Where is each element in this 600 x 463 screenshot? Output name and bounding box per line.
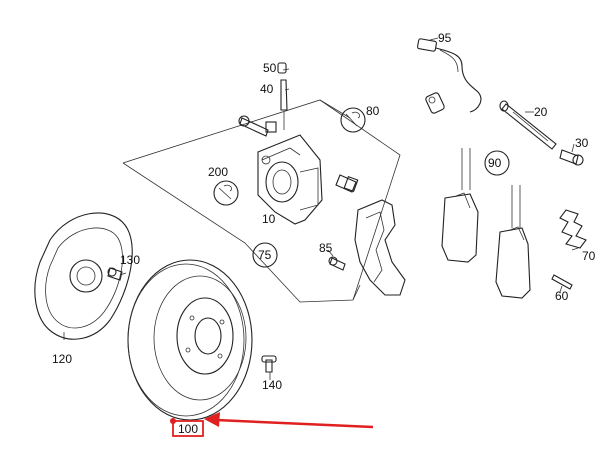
wrench-80-icon xyxy=(340,107,366,133)
label-120: 120 xyxy=(52,352,72,366)
bolt-85-part[interactable] xyxy=(328,256,346,271)
label-95: 95 xyxy=(438,31,452,45)
highlight-box xyxy=(172,420,204,437)
pad-clip-part[interactable] xyxy=(559,209,587,249)
caliper-part[interactable] xyxy=(257,134,323,225)
wear-sensor-part[interactable] xyxy=(417,38,482,115)
label-50: 50 xyxy=(263,61,277,75)
carrier-bracket-part[interactable] xyxy=(354,199,406,296)
brake-disc-part[interactable] xyxy=(127,259,253,421)
label-40: 40 xyxy=(260,82,274,96)
label-90: 90 xyxy=(488,156,502,170)
wrench-200-icon xyxy=(213,180,239,206)
highlight-100[interactable]: 100 xyxy=(170,418,204,437)
label-10: 10 xyxy=(262,212,276,226)
label-60: 60 xyxy=(555,289,569,303)
bleeder-cap-part[interactable] xyxy=(265,62,288,133)
screw-140-part[interactable] xyxy=(261,355,277,373)
bolt-130-part[interactable] xyxy=(107,267,123,281)
brake-pads-part[interactable] xyxy=(441,148,531,299)
label-30: 30 xyxy=(575,136,589,150)
pad-pin-part[interactable] xyxy=(551,274,573,290)
label-85: 85 xyxy=(319,241,333,255)
caliper-screw-part[interactable] xyxy=(335,174,359,193)
label-100: 100 xyxy=(178,422,198,436)
highlight-dot xyxy=(170,418,176,424)
label-70: 70 xyxy=(582,249,596,263)
label-20: 20 xyxy=(534,105,548,119)
guide-pin-part[interactable] xyxy=(499,100,557,150)
reference-75-circle xyxy=(252,242,278,268)
arrow-line xyxy=(215,418,374,429)
bolt-30-part[interactable] xyxy=(559,149,584,166)
leader-lines xyxy=(63,37,579,380)
assembly-frame-lines xyxy=(122,99,401,303)
label-80: 80 xyxy=(366,104,380,118)
pointer-arrow xyxy=(204,412,374,429)
caliper-bolt-part[interactable] xyxy=(238,115,269,137)
label-130: 130 xyxy=(120,253,140,267)
label-75: 75 xyxy=(258,248,272,262)
splash-shield-part[interactable] xyxy=(34,212,133,340)
arrow-head xyxy=(204,412,220,427)
label-140: 140 xyxy=(262,378,282,392)
label-200: 200 xyxy=(208,165,228,179)
reference-90-circle xyxy=(484,150,510,176)
